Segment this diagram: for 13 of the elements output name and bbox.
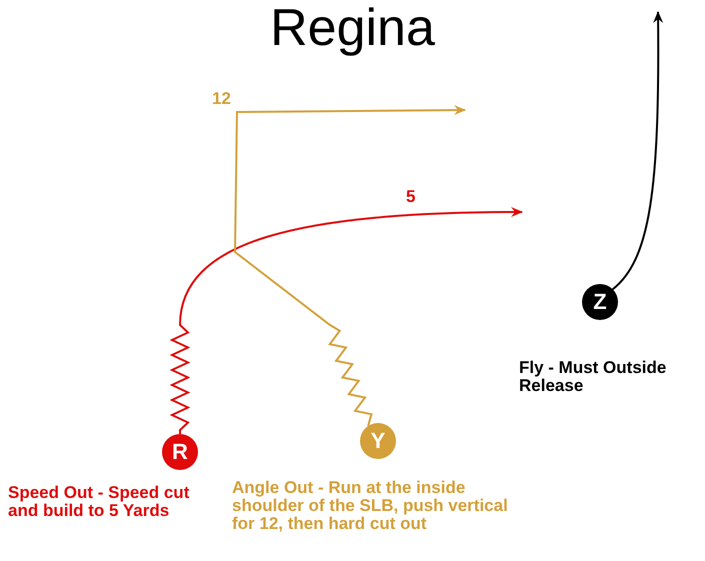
- player-letter: Z: [593, 291, 607, 313]
- route-arrow: [171, 207, 523, 434]
- player-circle: [360, 423, 396, 459]
- player-circle: [582, 284, 618, 320]
- route-arrow: [612, 11, 664, 290]
- route-arrow: [234, 105, 466, 426]
- route-description: Fly - Must Outside Release: [519, 359, 668, 395]
- player-letter: Y: [370, 430, 386, 452]
- route-description: Angle Out - Run at the inside shoulder of the SLB, push vertical for 12, then hard cut out: [232, 479, 509, 533]
- title: Regina: [269, 0, 436, 56]
- player-circle: [162, 434, 198, 470]
- player-letter: R: [172, 441, 188, 463]
- route-description: Speed Out - Speed cut and build to 5 Yards: [8, 484, 190, 520]
